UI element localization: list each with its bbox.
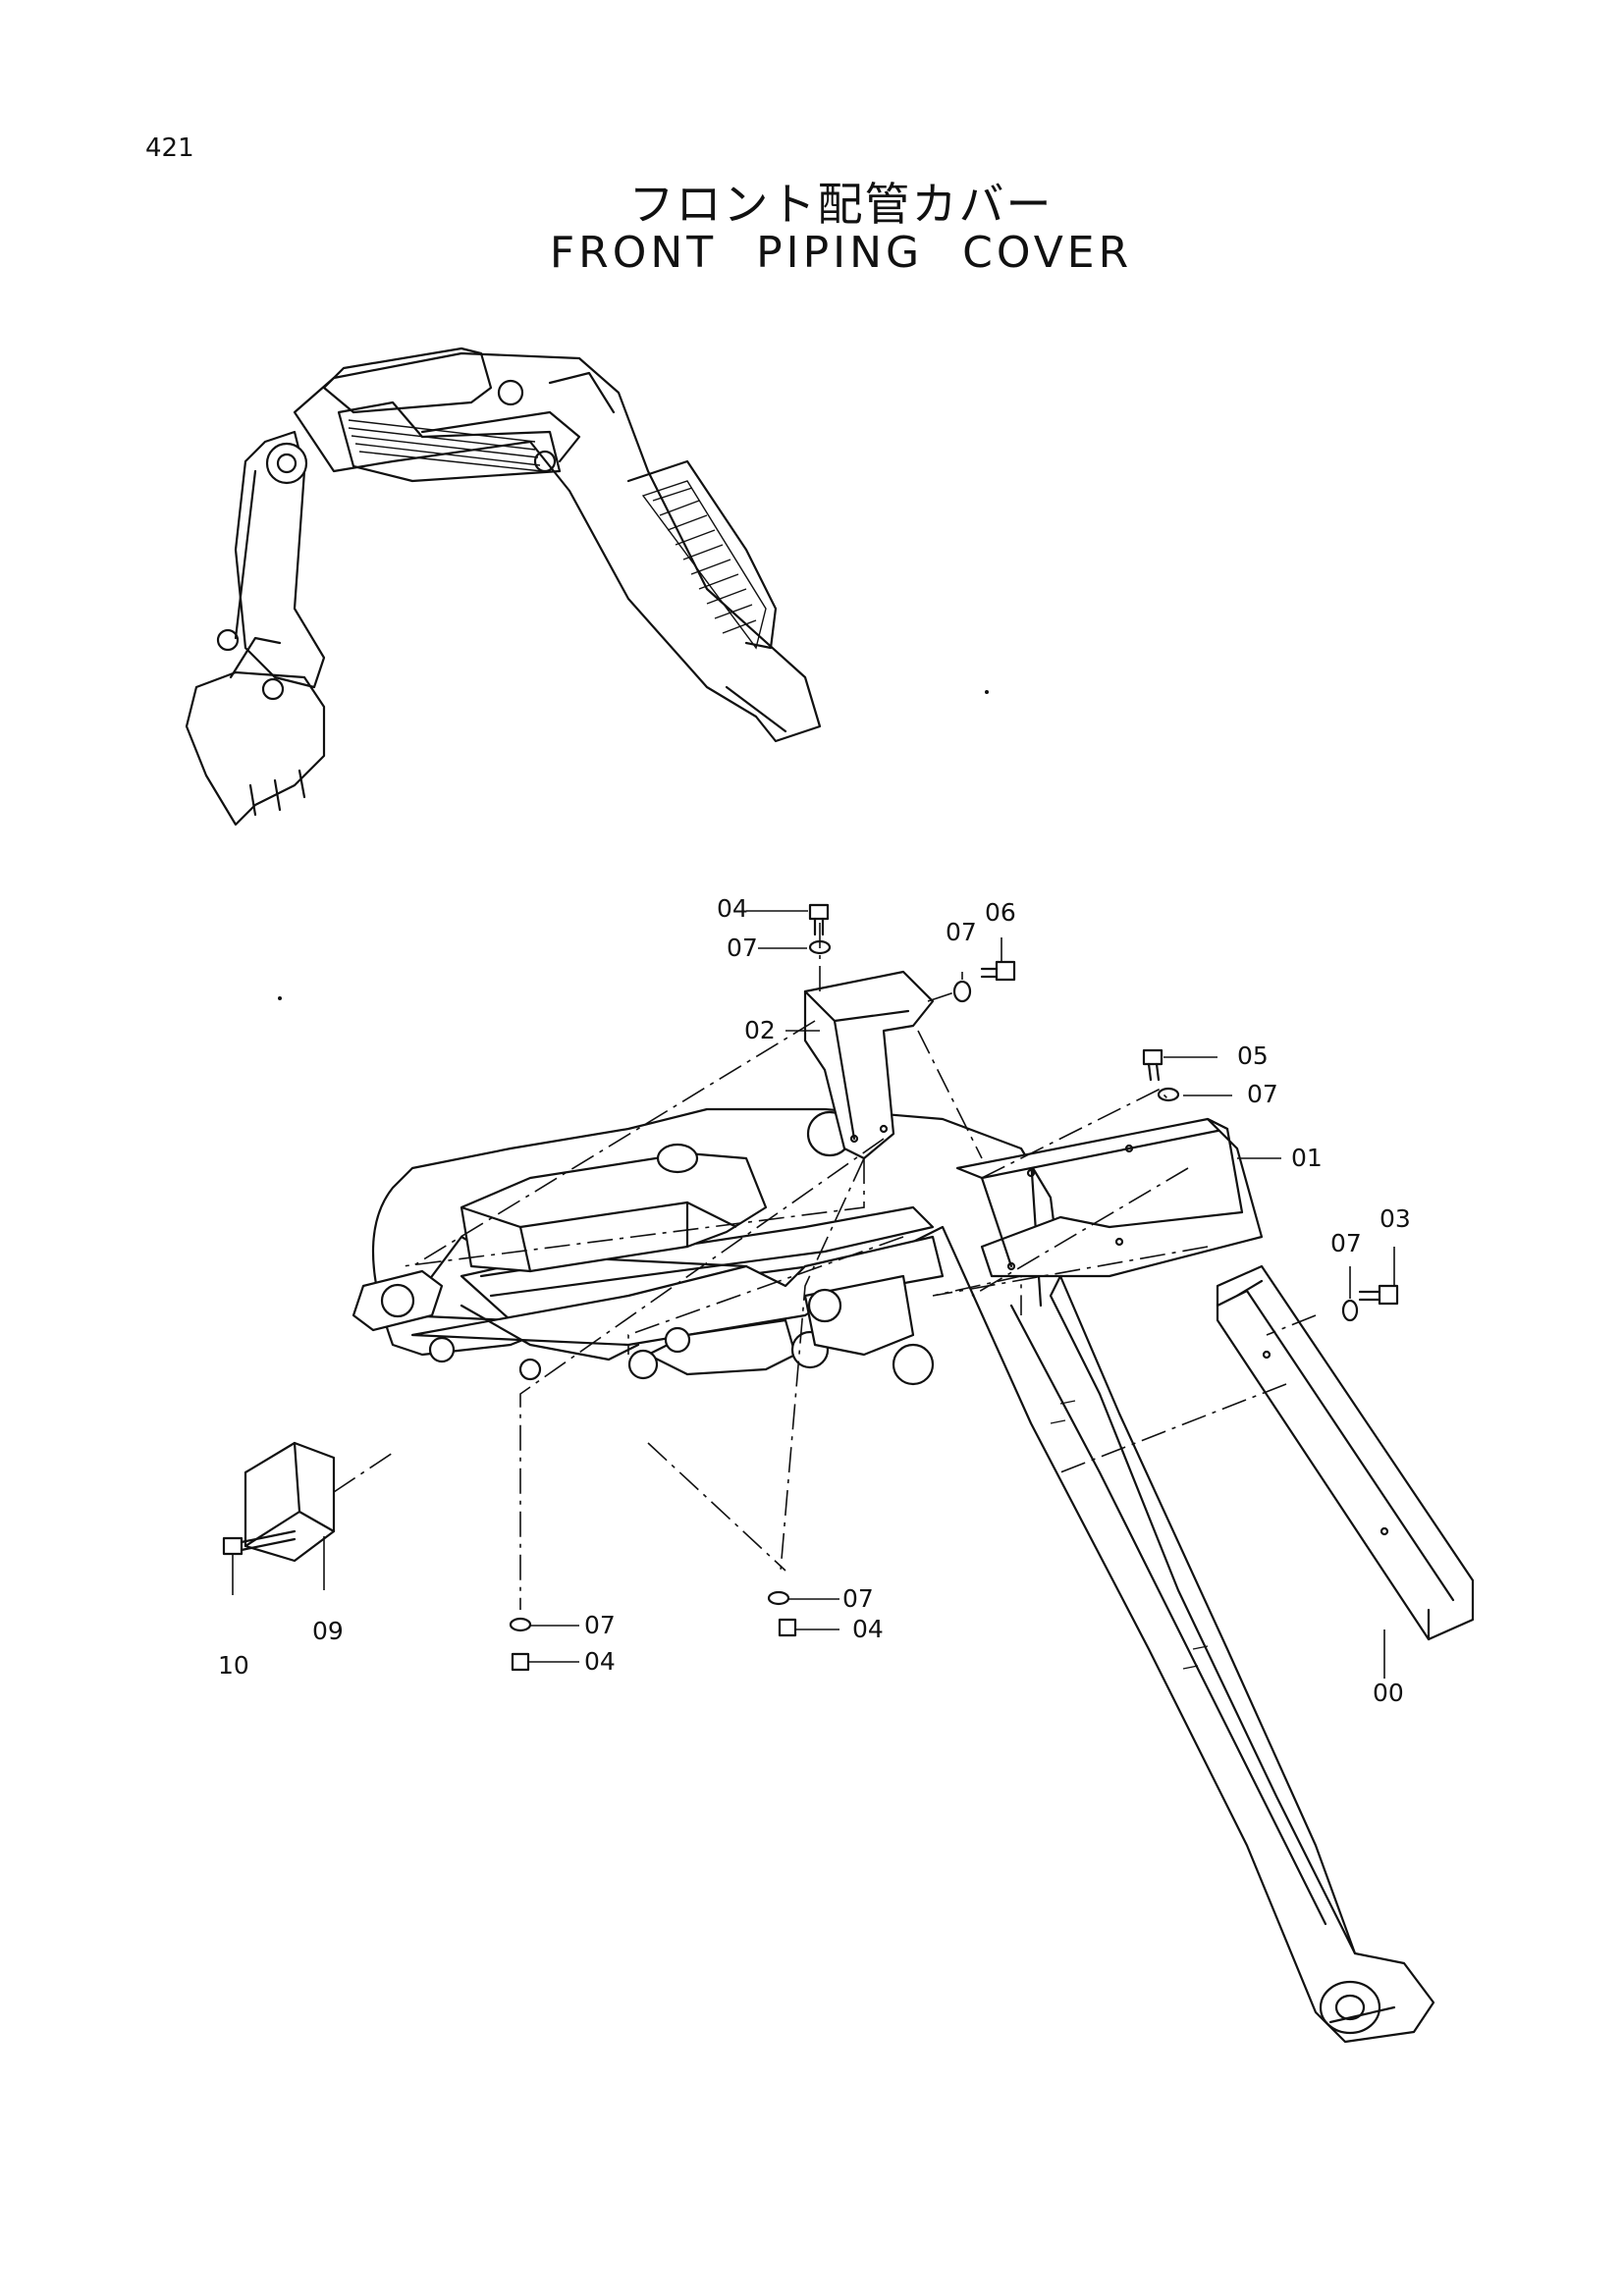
callout-03: 03 (1380, 1204, 1411, 1233)
excavator-overview-illustration (185, 347, 822, 827)
callout-07-c: 07 (1247, 1080, 1278, 1108)
callout-10: 10 (218, 1651, 249, 1680)
callout-02: 02 (744, 1016, 776, 1044)
washer-07-e (509, 1617, 532, 1632)
callout-07-e: 07 (584, 1611, 616, 1639)
washer-07-f (767, 1590, 790, 1606)
part-09-block (243, 1441, 336, 1563)
bolt-03 (1378, 1284, 1399, 1306)
callout-07-f: 07 (842, 1584, 874, 1613)
title-japanese: フロント配管カバー (628, 178, 1054, 231)
part-01-cover-plate (955, 1117, 1264, 1278)
callout-labels: 04 07 07 06 02 05 07 01 07 03 00 10 09 0… (218, 894, 1411, 1707)
washer-07-b (952, 980, 972, 1003)
callout-06: 06 (985, 898, 1016, 927)
callout-04-f: 04 (852, 1615, 884, 1643)
bolt-05 (1142, 1048, 1163, 1066)
part-02-bracket (803, 970, 935, 1160)
stray-dot (278, 996, 282, 1000)
callout-07-d: 07 (1330, 1229, 1362, 1257)
callout-04-e: 04 (584, 1647, 616, 1676)
washer-07-d (1341, 1299, 1359, 1322)
callout-09: 09 (312, 1617, 344, 1645)
washer-07-c (1157, 1087, 1180, 1102)
callout-00: 00 (1373, 1679, 1404, 1707)
fasteners (509, 903, 1399, 1672)
boom-assembly-illustration (352, 1107, 1435, 2044)
bolt-04-e (511, 1652, 530, 1672)
part-00-channel-cover (1216, 1264, 1475, 1641)
title-english: FRONT PIPING COVER (549, 228, 1133, 278)
bolt-06 (995, 960, 1016, 982)
bolt-04-top (808, 903, 830, 921)
callout-05: 05 (1237, 1041, 1269, 1070)
callout-07-b: 07 (946, 918, 977, 946)
leader-lines (232, 910, 1395, 1679)
callout-04-top: 04 (717, 894, 748, 923)
page-number: 421 (145, 133, 194, 163)
stray-dot (985, 690, 989, 694)
callout-01: 01 (1291, 1144, 1323, 1172)
assembly-lines (333, 923, 1317, 1610)
callout-07-top: 07 (727, 934, 758, 962)
bolt-04-f (778, 1618, 797, 1637)
